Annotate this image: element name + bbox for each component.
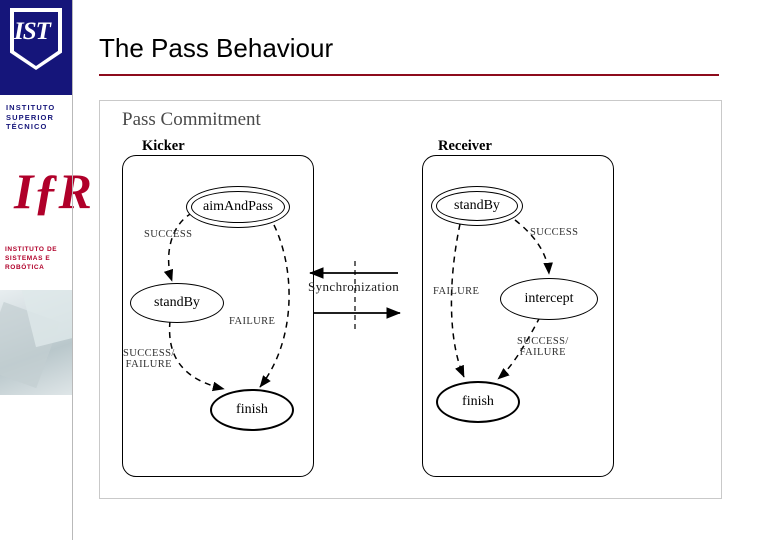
edge-label-success-failure-kicker: SUCCESS/ FAILURE	[123, 348, 175, 370]
edge-label-failure-kicker: FAILURE	[229, 316, 276, 327]
sidebar-divider	[72, 0, 73, 540]
diagram-figure: Pass Commitment Kicker aimAndPass standB…	[99, 100, 722, 499]
node-finish-receiver-label: finish	[462, 394, 494, 409]
ist-logo-letters: IST	[14, 18, 51, 45]
edge-label-success-failure-receiver-line-2: FAILURE	[519, 347, 566, 358]
isr-wordmark: INSTITUTO DE SISTEMAS E ROBÓTICA	[5, 245, 73, 272]
ist-wordmark-line-1: INSTITUTO	[6, 103, 56, 112]
node-standby-kicker[interactable]: standBy	[130, 283, 224, 323]
edge-intercept-to-finish	[497, 316, 541, 380]
node-finish-kicker-label: finish	[236, 402, 268, 417]
node-standby-receiver[interactable]: standBy	[431, 186, 523, 226]
edge-standby-to-finish-kicker	[168, 320, 225, 392]
sidebar-photo	[0, 290, 73, 395]
isr-wordmark-line-3: ROBÓTICA	[5, 264, 45, 271]
title-underline	[99, 74, 719, 76]
edge-label-success-failure-kicker-line-1: SUCCESS/	[123, 348, 175, 359]
node-intercept[interactable]: intercept	[500, 278, 598, 320]
node-intercept-label: intercept	[524, 291, 574, 306]
ist-wordmark-line-3: TÉCNICO	[6, 122, 48, 131]
isr-wordmark-line-1: INSTITUTO DE	[5, 246, 58, 253]
lane-receiver	[422, 155, 614, 477]
edge-label-success-failure-receiver: SUCCESS/ FAILURE	[517, 336, 569, 358]
lane-label-receiver: Receiver	[432, 138, 498, 155]
ist-wordmark-line-2: SUPERIOR	[6, 112, 54, 122]
sidebar-logo-panel: IST	[0, 0, 73, 95]
sidebar: IST INSTITUTO SUPERIOR TÉCNICO IƒR INSTI…	[0, 0, 92, 540]
node-aim-and-pass-label: aimAndPass	[203, 199, 273, 214]
isr-logo-icon: IƒR	[14, 163, 92, 219]
node-finish-kicker[interactable]: finish	[210, 389, 294, 431]
node-finish-receiver[interactable]: finish	[436, 381, 520, 423]
edge-label-success-receiver: SUCCESS	[530, 227, 579, 238]
node-aim-and-pass[interactable]: aimAndPass	[186, 186, 290, 228]
ist-logo-icon: IST	[10, 8, 62, 70]
node-standby-receiver-label: standBy	[454, 198, 500, 213]
edge-label-failure-receiver: FAILURE	[433, 286, 480, 297]
edge-label-success-kicker: SUCCESS	[144, 229, 193, 240]
ist-wordmark: INSTITUTO SUPERIOR TÉCNICO	[6, 103, 72, 132]
edge-label-success-failure-receiver-line-1: SUCCESS/	[517, 336, 569, 347]
figure-caption: Pass Commitment	[122, 109, 261, 130]
diagram-connectors	[163, 212, 553, 392]
edge-label-success-failure-kicker-line-2: FAILURE	[125, 359, 172, 370]
lane-kicker	[122, 155, 314, 477]
lane-label-kicker: Kicker	[136, 138, 191, 155]
isr-wordmark-line-2: SISTEMAS E	[5, 255, 51, 262]
node-standby-kicker-label: standBy	[154, 295, 200, 310]
edge-aimandpass-to-standby	[163, 212, 193, 282]
page-title: The Pass Behaviour	[99, 33, 334, 63]
edge-label-synchronization: Synchronization	[308, 279, 400, 294]
